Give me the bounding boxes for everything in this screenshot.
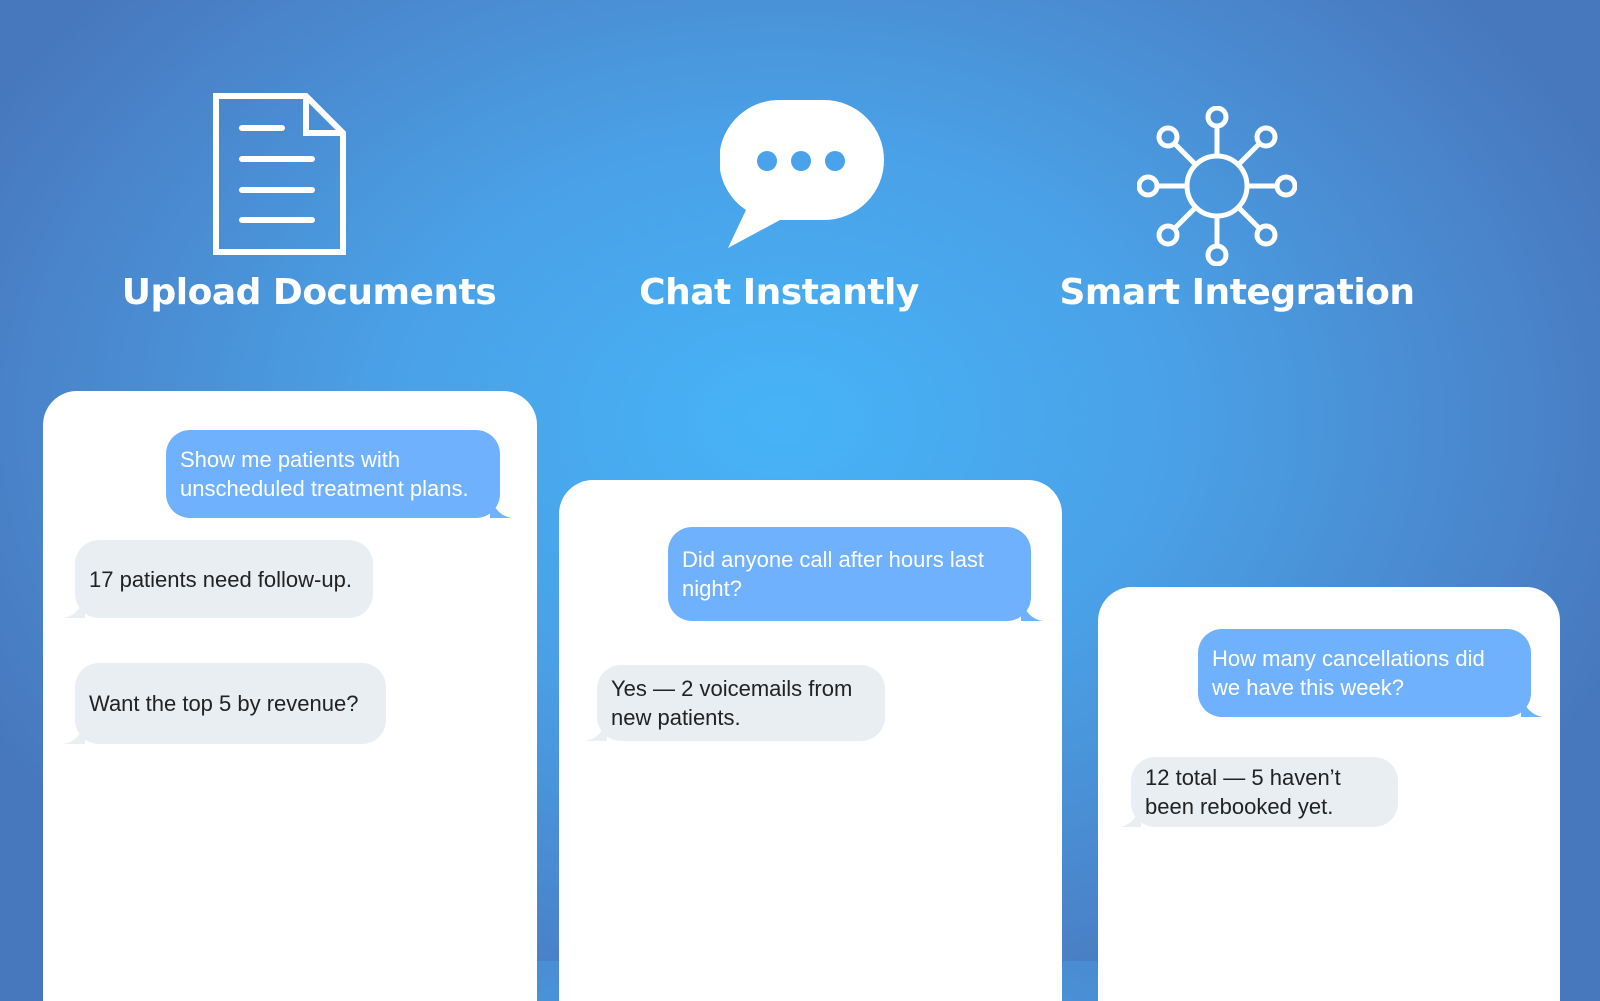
feature-title-integration: Smart Integration (1059, 272, 1415, 313)
assistant-message: 17 patients need follow-up. (63, 540, 373, 618)
network-hub-icon (1137, 106, 1297, 266)
chat-card-2: Did anyone call after hours last night? … (559, 480, 1062, 1001)
chat-card-1: Show me patients with unscheduled treatm… (43, 391, 537, 1001)
assistant-message: 12 total — 5 haven’t been rebooked yet. (1119, 757, 1398, 827)
chat-card-3: How many cancellations did we have this … (1098, 587, 1560, 1001)
user-message: Did anyone call after hours last night? (668, 527, 1043, 621)
chat-bubble-icon (720, 100, 884, 248)
user-message: How many cancellations did we have this … (1198, 629, 1543, 717)
document-icon (213, 93, 346, 255)
assistant-message: Want the top 5 by revenue? (63, 663, 386, 744)
user-message: Show me patients with unscheduled treatm… (166, 430, 512, 518)
feature-title-upload: Upload Documents (121, 272, 497, 313)
feature-title-chat: Chat Instantly (639, 272, 919, 313)
assistant-message: Yes — 2 voicemails from new patients. (585, 665, 885, 741)
